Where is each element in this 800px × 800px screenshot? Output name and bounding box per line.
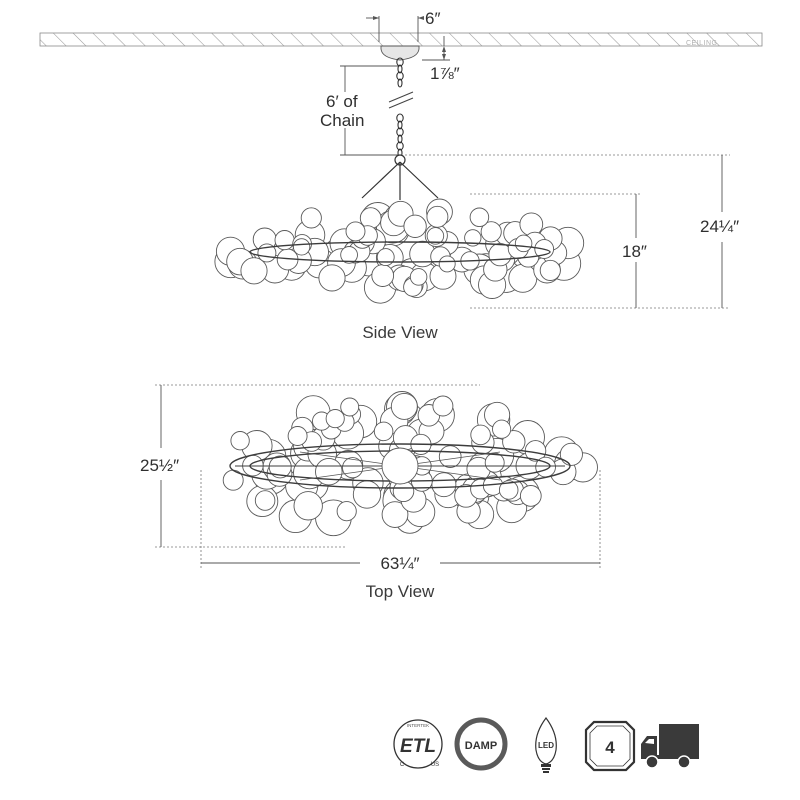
ceiling: CEILING	[39, 32, 763, 47]
glass-globe	[373, 421, 394, 442]
glass-globe	[390, 392, 418, 420]
height-dimensions: 24¼″ 18″	[405, 154, 739, 309]
chain-length-label-line2: Chain	[320, 111, 364, 130]
canopy-height-label: 1⅞″	[430, 64, 460, 83]
chain-dimension: 6′ of Chain	[320, 65, 398, 156]
etl-text: ETL	[400, 736, 436, 757]
glass-globe	[315, 457, 343, 486]
glass-globe	[470, 424, 491, 446]
glass-globe	[287, 426, 308, 446]
overall-height-label: 24¼″	[700, 217, 739, 236]
led-bulb-icon: LED	[535, 716, 557, 773]
suspension-rods	[361, 161, 439, 200]
canopy-width-dimension: 6″	[366, 9, 440, 42]
damp-rated-icon: DAMP	[454, 717, 508, 771]
glass-globe	[426, 205, 449, 228]
glass-globe	[403, 214, 427, 238]
canopy-width-label: 6″	[425, 9, 440, 28]
canopy	[380, 45, 420, 61]
glass-globe	[293, 491, 323, 521]
glass-globe	[300, 207, 322, 229]
glass-globe	[492, 419, 512, 439]
chain-link	[397, 78, 403, 88]
glass-globe	[464, 229, 482, 247]
chain-link	[396, 71, 404, 81]
side-view-label: Side View	[362, 323, 438, 342]
glass-globe	[438, 255, 456, 273]
top-view: Top View	[222, 391, 598, 601]
ceiling-label: CEILING	[686, 40, 718, 47]
etl-us-text: US	[431, 762, 439, 768]
glass-globe	[318, 264, 346, 292]
led-text: LED	[538, 741, 554, 750]
glass-globe	[340, 246, 358, 264]
glass-globe	[498, 480, 519, 500]
glass-globe	[254, 490, 276, 511]
center-globe	[381, 447, 419, 485]
glass-globe	[325, 409, 345, 429]
bulb-count-icon: 4	[584, 720, 636, 772]
glass-globe	[340, 397, 360, 417]
glass-globe	[230, 431, 250, 451]
glass-globe	[480, 221, 502, 243]
glass-globe	[502, 430, 526, 454]
glass-globe	[469, 207, 490, 228]
etl-c-text: C	[400, 762, 405, 768]
glass-globe	[336, 501, 357, 522]
chain	[394, 57, 406, 166]
chain-length-label-line1: 6′ of	[326, 92, 358, 111]
chain-break-mark	[388, 91, 414, 109]
side-frame	[249, 241, 551, 263]
glass-globe	[240, 257, 268, 285]
damp-text: DAMP	[465, 740, 497, 752]
glass-globe	[371, 264, 395, 287]
glass-globe	[519, 212, 544, 237]
glass-globe	[514, 234, 533, 253]
chain-link	[396, 113, 404, 123]
glass-globe	[431, 472, 457, 498]
canopy-height-dimension: 1⅞″	[422, 36, 460, 83]
delivery-truck-icon	[641, 724, 699, 769]
glass-globe	[519, 485, 542, 507]
width-label: 63¼″	[380, 554, 419, 573]
glass-globe	[438, 445, 462, 468]
chain-link	[397, 120, 403, 130]
etl-listed-icon: INTERTEK ETL C US	[393, 719, 443, 769]
chain-link	[397, 64, 403, 74]
chain-link	[397, 134, 403, 144]
glass-globe	[426, 227, 445, 245]
chain-link	[396, 57, 404, 67]
etl-arc-text: INTERTEK	[407, 723, 429, 728]
top-view-dimensions: 25½″ 63¼″	[140, 384, 601, 573]
glass-globe	[484, 452, 505, 473]
ceiling-hatch	[39, 32, 763, 47]
chain-link	[396, 127, 404, 137]
glass-globe	[539, 259, 561, 281]
glass-globe	[559, 442, 583, 466]
glass-globe	[292, 238, 311, 256]
glass-globe	[381, 501, 409, 528]
glass-globe	[376, 248, 395, 267]
top-globe-cluster	[222, 391, 598, 537]
side-view: Side View	[214, 161, 585, 342]
glass-globe	[268, 455, 292, 479]
badge-row: INTERTEK ETL C US DAMP LED 4	[393, 716, 699, 773]
bulb-count-text: 4	[605, 738, 615, 757]
depth-label: 25½″	[140, 456, 179, 475]
glass-globe	[508, 263, 538, 293]
glass-globe	[345, 221, 366, 242]
fixture-height-label: 18″	[622, 242, 647, 261]
glass-globe	[352, 480, 382, 509]
glass-globe	[432, 395, 454, 417]
chain-link	[396, 141, 404, 151]
top-view-label: Top View	[366, 582, 435, 601]
glass-globe	[409, 268, 428, 286]
glass-globe	[342, 457, 364, 479]
side-globe-cluster	[214, 198, 585, 304]
